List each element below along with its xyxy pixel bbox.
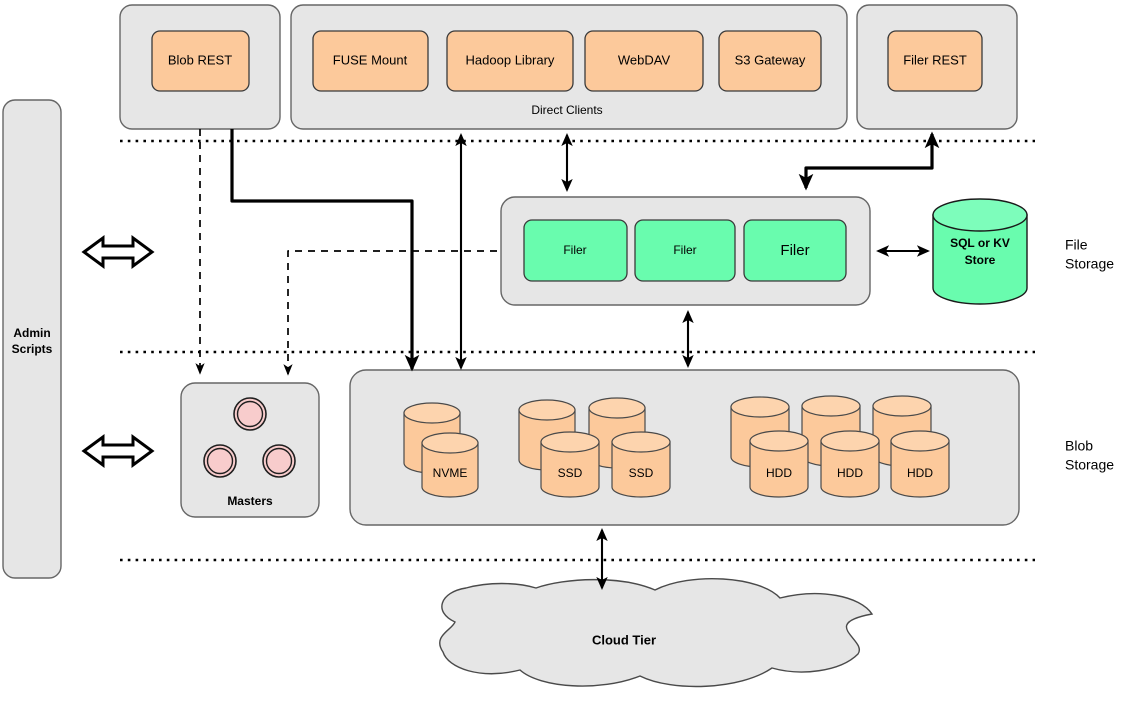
admin-arrow-blob-storage <box>81 434 155 468</box>
client-box-fuse-mount[interactable] <box>312 30 429 92</box>
ssd-disk-front-1[interactable] <box>540 431 600 498</box>
label-hdd-2: HDD <box>837 466 863 480</box>
sql-kv-store-cylinder[interactable] <box>932 198 1028 305</box>
label-nvme: NVME <box>433 466 468 480</box>
label-metastore-line2: Store <box>965 253 996 267</box>
label-blob-storage-line1: Blob <box>1065 438 1093 454</box>
label-masters: Masters <box>227 494 273 508</box>
hdd-disk-front-2[interactable] <box>820 430 880 498</box>
label-admin-line1: Admin <box>13 326 50 340</box>
master-node-3[interactable] <box>262 444 296 478</box>
masters-group[interactable] <box>180 382 320 518</box>
filer-box-1[interactable] <box>523 219 628 282</box>
label-filer-3: Filer <box>780 242 809 259</box>
label-direct-clients: Direct Clients <box>531 103 602 117</box>
connector-filer-rest-to-filer <box>798 131 940 191</box>
hdd-disk-front-3[interactable] <box>890 430 950 498</box>
label-blob-storage-line2: Storage <box>1065 457 1114 473</box>
label-ssd-2: SSD <box>629 466 654 480</box>
client-box-webdav[interactable] <box>584 30 704 92</box>
label-cloud-tier: Cloud Tier <box>592 632 656 647</box>
hdd-disk-front-1[interactable] <box>749 430 809 498</box>
label-filer-rest: Filer REST <box>903 52 967 67</box>
filer-box-3[interactable] <box>743 219 847 282</box>
label-hadoop-library: Hadoop Library <box>466 52 555 67</box>
connector-blob-rest-to-volumes <box>230 129 420 372</box>
label-admin-line2: Scripts <box>12 342 53 356</box>
client-box-blob-rest[interactable] <box>151 30 250 92</box>
client-box-filer-rest[interactable] <box>887 30 983 92</box>
master-node-1[interactable] <box>233 397 267 431</box>
nvme-disk-front[interactable] <box>421 432 479 498</box>
client-box-s3-gateway[interactable] <box>718 30 822 92</box>
label-ssd-1: SSD <box>558 466 583 480</box>
label-metastore-line1: SQL or KV <box>950 236 1010 250</box>
master-node-2[interactable] <box>203 444 237 478</box>
label-hdd-3: HDD <box>907 466 933 480</box>
label-file-storage-line1: File <box>1065 237 1088 253</box>
label-filer-1: Filer <box>563 243 586 257</box>
label-s3-gateway: S3 Gateway <box>735 52 806 67</box>
admin-arrow-file-storage <box>81 235 155 269</box>
label-file-storage-line2: Storage <box>1065 256 1114 272</box>
ssd-disk-front-2[interactable] <box>611 431 671 498</box>
label-webdav: WebDAV <box>618 52 671 67</box>
client-box-hadoop-library[interactable] <box>446 30 574 92</box>
label-filer-2: Filer <box>673 243 696 257</box>
filer-box-2[interactable] <box>634 219 736 282</box>
connector-filer-to-masters <box>283 250 497 376</box>
label-hdd-1: HDD <box>766 466 792 480</box>
admin-scripts-panel[interactable] <box>2 99 62 579</box>
label-blob-rest: Blob REST <box>168 52 232 67</box>
cloud-tier-shape[interactable] <box>439 577 874 688</box>
label-fuse-mount: FUSE Mount <box>333 52 408 67</box>
